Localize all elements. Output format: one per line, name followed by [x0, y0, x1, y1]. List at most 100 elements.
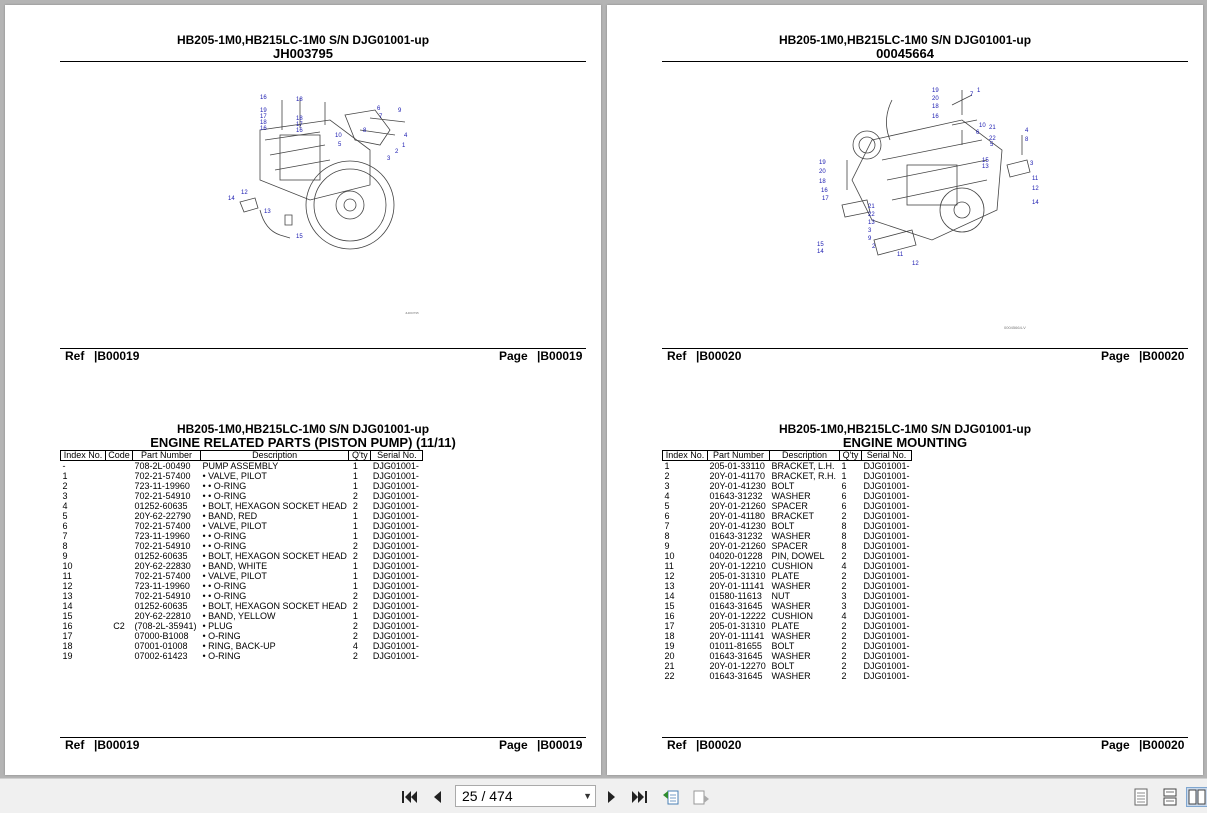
- single-page-icon[interactable]: [1130, 787, 1152, 807]
- chevron-down-icon[interactable]: ▼: [583, 791, 592, 801]
- ref-label: Ref: [65, 349, 85, 363]
- table-cell: 702-21-57400: [134, 521, 191, 531]
- ref-label: Ref: [667, 738, 687, 752]
- prev-page-icon[interactable]: [426, 787, 448, 807]
- table-cell: 1: [352, 611, 358, 621]
- table-cell: 2: [352, 631, 358, 641]
- table-cell: DJG01001-: [863, 611, 910, 621]
- table-cell: • VALVE, PILOT: [202, 471, 267, 481]
- table-cell: [106, 481, 133, 491]
- table-cell: 205-01-31310: [709, 571, 766, 581]
- model-heading: HB205-1M0,HB215LC-1M0 S/N DJG01001-up: [176, 33, 430, 47]
- callout-10: 10: [335, 133, 342, 139]
- table-cell: 17: [62, 631, 73, 641]
- table-cell: [106, 651, 133, 661]
- ref-label: Ref: [667, 349, 687, 363]
- callout-10: 10: [979, 123, 986, 129]
- table-cell: WASHER: [771, 671, 811, 681]
- table-cell: 10: [62, 561, 73, 571]
- table-cell: • • O-RING: [202, 581, 247, 591]
- table-cell: DJG01001-: [863, 671, 910, 681]
- table-cell: 01252-60635: [134, 601, 188, 611]
- table-cell: 702-21-54910: [134, 541, 191, 551]
- page-right: HB205-1M0,HB215LC-1M0 S/N DJG01001-up 00…: [607, 5, 1203, 775]
- table-cell: NUT: [771, 591, 791, 601]
- table-cell: 2: [841, 621, 847, 631]
- callout-21: 21: [989, 125, 996, 131]
- col-qty: Q'ty: [839, 450, 862, 461]
- table-cell: 20Y-01-11141: [709, 631, 765, 641]
- table-cell: 8: [841, 521, 847, 531]
- last-page-icon[interactable]: [629, 787, 651, 807]
- table-cell: 07001-01008: [134, 641, 188, 651]
- table-cell: [106, 461, 133, 472]
- table-cell: [106, 501, 133, 511]
- first-page-icon[interactable]: [398, 787, 420, 807]
- table-cell: [106, 521, 133, 531]
- footer-rule: [662, 348, 1188, 349]
- table-cell: 4: [62, 501, 68, 511]
- page-value: |B00020: [1139, 349, 1185, 363]
- page-label: Page: [1101, 349, 1130, 363]
- continuous-page-icon[interactable]: [1159, 787, 1181, 807]
- table-cell: DJG01001-: [372, 631, 419, 641]
- callout-11b: 11: [897, 252, 904, 258]
- table-cell: 8: [841, 531, 847, 541]
- callout-5: 5: [338, 142, 342, 148]
- table-cell: 3: [841, 591, 847, 601]
- page-forward-icon[interactable]: [690, 787, 712, 807]
- table-cell: DJG01001-: [863, 491, 910, 501]
- table-cell: • BAND, WHITE: [202, 561, 268, 571]
- col-part-number: Part Number: [132, 450, 201, 461]
- table-cell: DJG01001-: [863, 561, 910, 571]
- engine-mounting-drawing: 19 20 18 16 1 7 10 6 21 22 5 4 8 3 15 13: [817, 88, 1039, 267]
- table-cell: DJG01001-: [863, 621, 910, 631]
- table-cell: BOLT: [771, 481, 795, 491]
- table-cell: 205-01-31310: [709, 621, 766, 631]
- callout-15b: 15: [817, 242, 824, 248]
- col-index: Index No.: [662, 450, 708, 461]
- table-cell: BOLT: [771, 641, 795, 651]
- table-cell: DJG01001-: [863, 581, 910, 591]
- callout-1: 1: [977, 88, 981, 94]
- table-cell: 3: [841, 601, 847, 611]
- table-cell: 8: [62, 541, 68, 551]
- table-cell: [106, 641, 133, 651]
- col-serial: Serial No.: [370, 450, 424, 461]
- table-cell: DJG01001-: [372, 521, 419, 531]
- table-cell: 20Y-01-41230: [709, 481, 766, 491]
- table-cell: 2: [352, 591, 358, 601]
- page-back-icon[interactable]: [660, 787, 682, 807]
- two-page-icon[interactable]: [1186, 787, 1207, 807]
- table-cell: 9: [664, 541, 670, 551]
- callout-12b: 12: [912, 261, 919, 267]
- page-number-select[interactable]: 25 / 474 ▼: [455, 785, 596, 807]
- table-cell: 3: [664, 481, 670, 491]
- col-index: Index No.: [60, 450, 106, 461]
- table-cell: [106, 561, 133, 571]
- table-cell: 4: [841, 611, 847, 621]
- table-cell: 17: [664, 621, 675, 631]
- table-cell: [106, 571, 133, 581]
- ref-value: |B00020: [696, 349, 742, 363]
- table-cell: DJG01001-: [863, 591, 910, 601]
- table-cell: • BOLT, HEXAGON SOCKET HEAD: [202, 551, 347, 561]
- table-cell: 1: [841, 461, 847, 471]
- table-cell: 4: [664, 491, 670, 501]
- table-cell: 2: [841, 511, 847, 521]
- next-page-icon[interactable]: [601, 787, 623, 807]
- table-cell: [106, 471, 133, 481]
- table-cell: 16: [664, 611, 675, 621]
